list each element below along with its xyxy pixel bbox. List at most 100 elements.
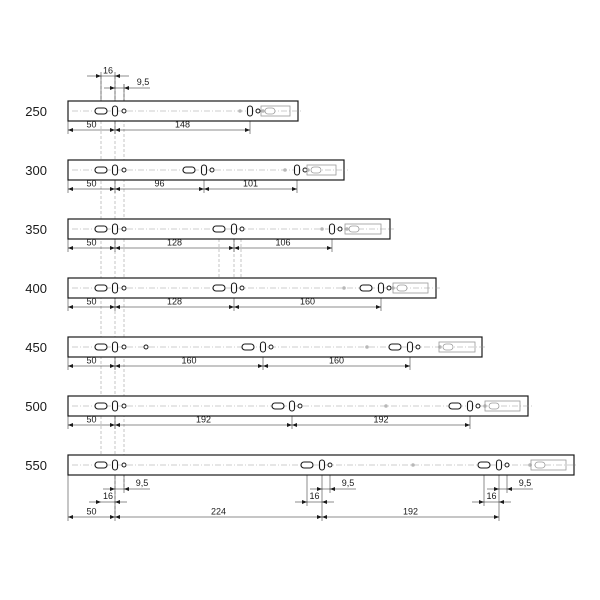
dimension: 96 <box>115 179 204 191</box>
mounting-slot <box>300 461 314 469</box>
dimension-value: 192 <box>403 507 418 517</box>
dimension: 50 <box>68 238 115 250</box>
dimension-arrow <box>115 364 120 368</box>
dimension-arrow <box>229 305 234 309</box>
dimension-small: 9,5 <box>104 77 150 90</box>
mounting-slot <box>377 282 385 294</box>
dimension: 50 <box>68 179 115 191</box>
mounting-hole <box>121 108 127 114</box>
dimension-value: 50 <box>86 238 96 248</box>
dimension: 160 <box>115 356 263 368</box>
mounting-slot <box>359 284 373 292</box>
mounting-hole <box>386 285 392 291</box>
mounting-slot <box>111 164 119 176</box>
mounting-slot <box>94 166 108 174</box>
dimension-arrow <box>292 423 297 427</box>
grey-end-block <box>344 223 382 235</box>
dimension-arrow <box>115 128 120 132</box>
dimension-arrow <box>376 305 381 309</box>
mounting-hole <box>121 285 127 291</box>
dimension-arrow <box>330 487 335 491</box>
dimension-value: 50 <box>86 120 96 130</box>
mounting-hole <box>121 462 127 468</box>
dimension-arrow <box>317 515 322 519</box>
grey-dot <box>365 345 369 349</box>
grey-dot <box>261 109 265 113</box>
mounting-slot <box>94 284 108 292</box>
mounting-hole <box>209 167 215 173</box>
dimension-arrow <box>258 364 263 368</box>
dimension-arrow <box>68 128 73 132</box>
rail-450 <box>67 336 486 358</box>
mounting-slot <box>271 402 285 410</box>
dimension-value: 50 <box>86 297 96 307</box>
grey-slot <box>534 461 546 469</box>
dimension-arrow <box>110 86 115 90</box>
mounting-slot <box>246 105 254 117</box>
mounting-slot <box>94 402 108 410</box>
dimension: 128 <box>115 238 234 250</box>
mounting-hole <box>337 226 343 232</box>
mounting-slot <box>94 343 108 351</box>
grey-end-block <box>306 164 337 176</box>
mounting-hole <box>121 226 127 232</box>
dimension-arrow <box>115 423 120 427</box>
mounting-hole <box>143 344 149 350</box>
dimension-arrow <box>110 128 115 132</box>
grey-slot <box>348 225 360 233</box>
dimension-arrow <box>110 364 115 368</box>
grey-end-block <box>438 341 476 353</box>
dimension-small: 9,5 <box>487 478 533 491</box>
mounting-slot <box>406 341 414 353</box>
mounting-slot <box>288 400 296 412</box>
grey-dot <box>411 463 415 467</box>
dimension-arrow <box>234 246 239 250</box>
mounting-slot <box>388 343 402 351</box>
mounting-slot <box>318 459 326 471</box>
mounting-hole <box>475 403 481 409</box>
dimension-value: 50 <box>86 356 96 366</box>
dimension-arrow <box>68 187 73 191</box>
dimension: 148 <box>115 120 250 132</box>
row-label: 300 <box>25 163 47 178</box>
dimension-arrow <box>96 500 101 504</box>
mounting-hole <box>239 285 245 291</box>
dimension: 50 <box>68 356 115 368</box>
mounting-slot <box>328 223 336 235</box>
mounting-slot <box>212 284 226 292</box>
mounting-hole <box>121 344 127 350</box>
dimension-arrow <box>68 423 73 427</box>
dimension: 192 <box>292 415 470 427</box>
dimension-arrow <box>322 500 327 504</box>
dimension-arrow <box>229 246 234 250</box>
dimension: 160 <box>234 297 381 309</box>
mounting-slot <box>230 223 238 235</box>
mounting-hole <box>415 344 421 350</box>
dimension-small: 16 <box>87 66 129 78</box>
mounting-slot <box>94 107 108 115</box>
dimension: 160 <box>263 356 410 368</box>
mounting-slot <box>293 164 301 176</box>
rail-400 <box>67 277 440 299</box>
mounting-hole <box>327 462 333 468</box>
dimension-value: 96 <box>154 179 164 189</box>
mounting-slot <box>495 459 503 471</box>
mounting-slot <box>111 105 119 117</box>
dimension-value: 128 <box>167 297 182 307</box>
dimension-arrow <box>479 500 484 504</box>
mounting-slot <box>111 459 119 471</box>
dimension-value: 50 <box>86 179 96 189</box>
dimension-arrow <box>292 187 297 191</box>
mounting-slot <box>111 282 119 294</box>
mounting-slot <box>259 341 267 353</box>
dimension-arrow <box>68 305 73 309</box>
dimension: 106 <box>234 238 332 250</box>
dimension-value: 16 <box>103 66 113 76</box>
rail-300 <box>67 159 348 181</box>
dimension-value: 106 <box>275 238 290 248</box>
dimension-value: 101 <box>243 179 258 189</box>
dimension-arrow <box>110 515 115 519</box>
dimension-value: 50 <box>86 507 96 517</box>
